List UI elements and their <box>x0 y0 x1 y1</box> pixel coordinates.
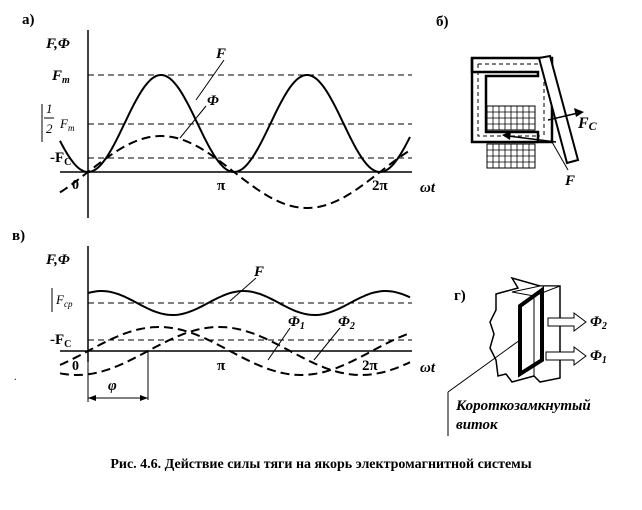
panel-b-f-leader <box>551 141 569 171</box>
panel-g-flux1-arrow <box>545 346 587 366</box>
panel-v-fc-label: -FC <box>50 332 71 350</box>
panel-a-tick-2pi: 2π <box>372 178 389 194</box>
panel-b-fc-label: FC <box>577 115 598 133</box>
svg-text:2: 2 <box>46 121 53 136</box>
figure-caption: Рис. 4.6. Действие силы тяги на якорь эл… <box>110 457 531 472</box>
svg-text:Fср: Fср <box>55 292 73 309</box>
panel-v-flux2-curve <box>59 326 411 376</box>
panel-v-tick-pi: π <box>217 358 226 374</box>
svg-text:1: 1 <box>46 101 53 116</box>
panel-v-flux1-leader <box>267 327 291 361</box>
panel-a-fc-label: -FC <box>50 150 71 168</box>
panel-g-coil-label-line2: виток <box>456 417 498 433</box>
panel-v-flux1-label: Φ1 <box>288 314 305 332</box>
panel-b: б) <box>436 14 598 189</box>
panel-v-flux1-curve <box>59 326 411 376</box>
panel-g-flux1-label: Φ1 <box>590 348 607 366</box>
panel-v-tick-2pi: 2π <box>362 358 379 374</box>
panel-v-flux2-leader <box>313 327 341 361</box>
panel-a-label: а) <box>22 12 35 28</box>
panel-v-y-axis-label: F,Φ <box>45 252 70 268</box>
panel-a-force-leader <box>195 59 225 101</box>
panel-b-f-label: F <box>564 173 575 189</box>
panel-v-force-curve <box>87 290 411 316</box>
panel-a-fm-label: Fm <box>51 68 70 86</box>
panel-g-coil-label-line1: Короткозамкнутый <box>455 398 591 414</box>
panel-b-coil-upper <box>486 105 536 131</box>
panel-a: а) F,Φ Fm 1 2 Fm -FC F Φ 0 π 2π ωt <box>22 12 436 218</box>
panel-a-flux-leader <box>179 105 207 139</box>
panel-g: г) Φ2 Φ1 Короткозамкнутый виток <box>447 276 607 436</box>
panel-b-fc-arrow <box>547 112 579 121</box>
panel-v-phase-label: φ <box>108 378 117 394</box>
panel-g-coil-leader <box>447 339 521 393</box>
panel-a-half-fm-label: 1 2 Fm <box>41 101 75 142</box>
panel-a-tick-pi: π <box>217 178 226 194</box>
panel-b-f-arrow <box>507 135 557 143</box>
panel-v-x-axis-label: ωt <box>420 360 436 376</box>
panel-v: в) F,Φ Fср -FC F Φ1 Φ2 0 π 2π ωt φ . <box>12 228 436 402</box>
panel-g-flux2-label: Φ2 <box>590 314 607 332</box>
panel-b-coil-lower <box>486 143 536 169</box>
panel-b-core <box>470 56 554 144</box>
panel-a-x-axis-label: ωt <box>420 180 436 196</box>
panel-a-flux-curve <box>59 135 411 209</box>
panel-b-label: б) <box>436 14 449 30</box>
panel-v-force-leader <box>229 277 257 302</box>
panel-v-flux2-label: Φ2 <box>338 314 355 332</box>
panel-v-fcp-label: Fср <box>51 288 73 312</box>
panel-a-force-curve-label: F <box>215 46 226 62</box>
panel-a-flux-curve-label: Φ <box>207 93 219 109</box>
svg-text:Fm: Fm <box>59 116 75 133</box>
panel-g-short-circuit-ring <box>518 286 544 378</box>
panel-g-label: г) <box>454 288 466 304</box>
panel-v-force-curve-label: F <box>253 264 264 280</box>
panel-v-stray-dot: . <box>14 372 17 383</box>
panel-g-flux2-arrow <box>547 312 587 332</box>
panel-v-label: в) <box>12 228 25 244</box>
panel-v-origin-label: 0 <box>72 359 79 374</box>
panel-b-armature <box>537 54 580 165</box>
panel-a-y-axis-label: F,Φ <box>45 36 70 52</box>
panel-a-origin-label: 0 <box>72 178 79 193</box>
